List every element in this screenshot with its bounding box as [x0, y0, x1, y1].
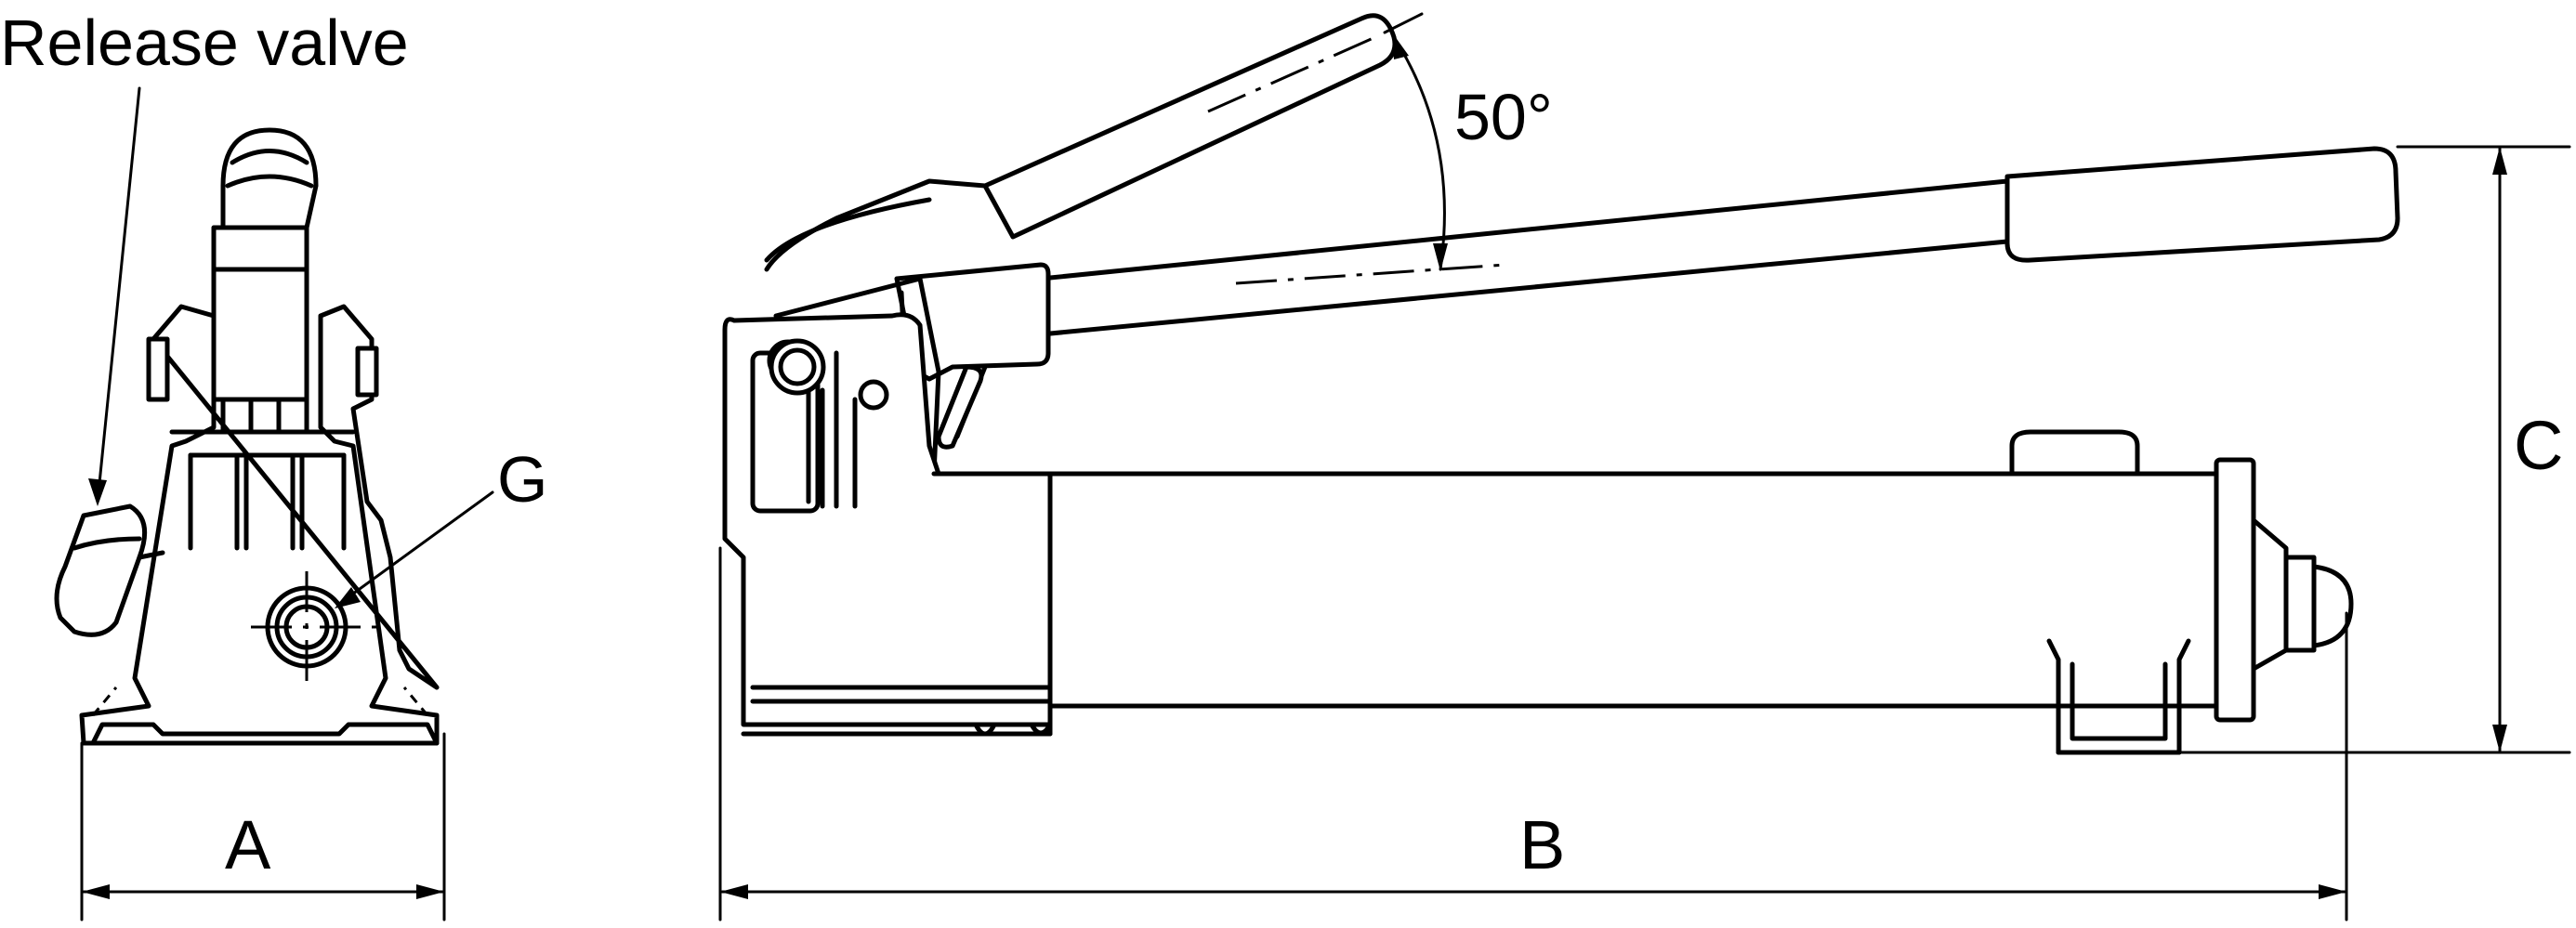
dimension-b-label: B	[1519, 806, 1565, 883]
side-view	[722, 13, 2400, 755]
angle-label: 50°	[1454, 81, 1553, 153]
release-valve-leader	[96, 86, 141, 503]
front-view	[54, 127, 440, 746]
dimension-b	[718, 546, 2348, 921]
dimension-c-label: C	[2514, 407, 2563, 484]
port-g-arrow	[335, 587, 361, 608]
release-valve-label: Release valve	[0, 7, 409, 79]
dimension-a-label: A	[225, 806, 271, 883]
dimension-c	[2177, 145, 2571, 754]
release-valve-arrow	[88, 478, 107, 506]
angle-dimension	[1383, 12, 1448, 271]
port-g-label: G	[497, 443, 547, 516]
dimension-a	[80, 732, 446, 921]
port-g-leader	[337, 490, 494, 606]
